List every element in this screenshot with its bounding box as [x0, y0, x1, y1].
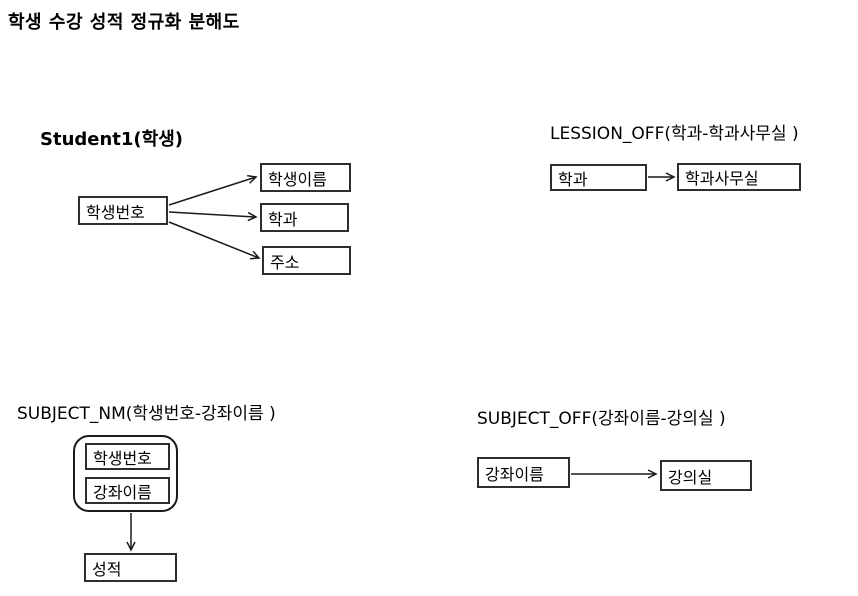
entity-box-student-name: 학생이름	[260, 163, 351, 192]
entity-box-lecture-room: 강의실	[660, 460, 752, 491]
entity-box-department-office: 학과사무실	[677, 163, 801, 191]
entity-box-department: 학과	[260, 203, 349, 232]
section-title-subject-off: SUBJECT_OFF(강좌이름-강의실 )	[477, 409, 726, 429]
entity-box-course-name-2: 강좌이름	[477, 457, 570, 488]
section-title-subject-nm: SUBJECT_NM(학생번호-강좌이름 )	[17, 404, 276, 424]
section-title-lession-off: LESSION_OFF(학과-학과사무실 )	[550, 124, 799, 144]
entity-box-address: 주소	[262, 246, 351, 275]
page-title: 학생 수강 성적 정규화 분해도	[8, 12, 240, 33]
section-title-student1: Student1(학생)	[40, 129, 183, 150]
entity-box-course-name: 강좌이름	[85, 477, 170, 504]
entity-box-grade: 성적	[84, 553, 177, 582]
entity-box-department-2: 학과	[550, 164, 647, 191]
entity-box-student-number: 학생번호	[78, 196, 168, 225]
entity-box-student-number-2: 학생번호	[85, 443, 170, 470]
